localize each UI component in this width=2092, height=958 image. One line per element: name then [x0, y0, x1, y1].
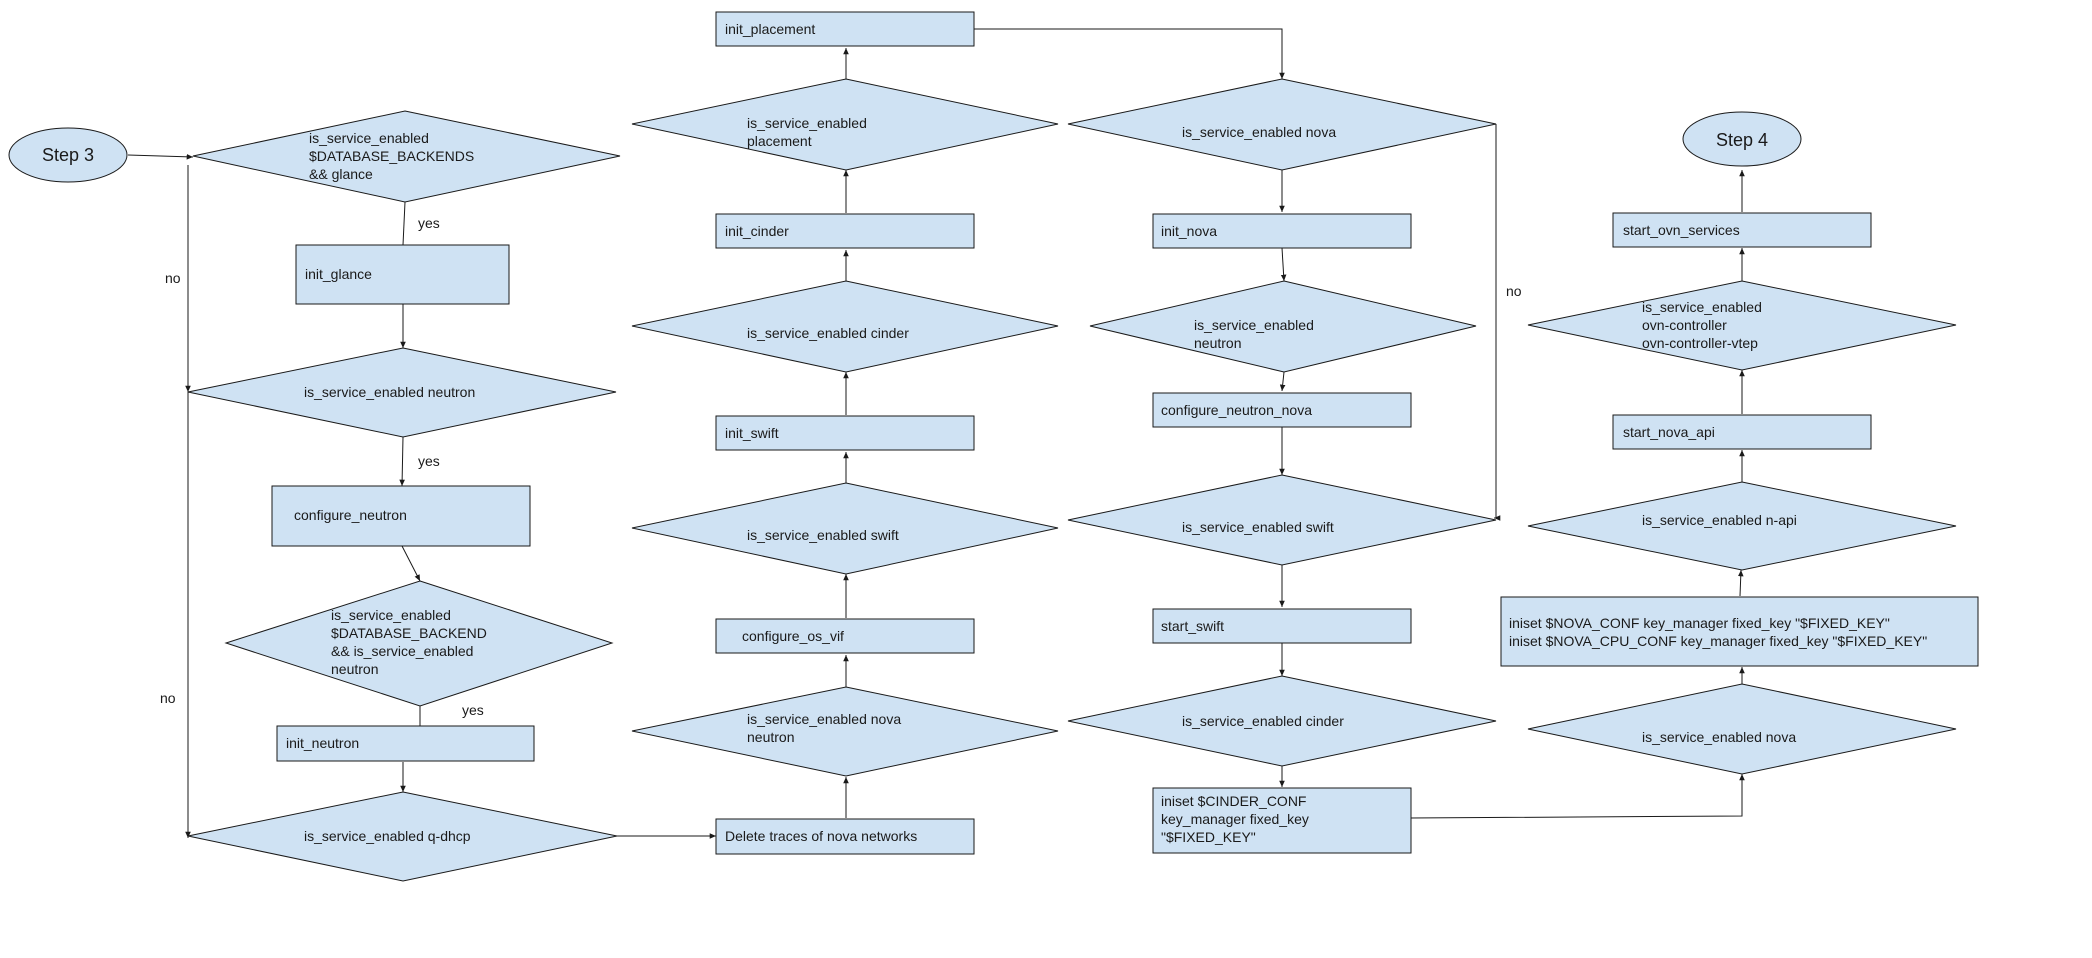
edge-neutron-yes [399, 436, 405, 487]
iniset-nova-box [1500, 596, 1979, 667]
db-neutron-decision [224, 580, 614, 707]
yes-label-db-neutron: yes [462, 702, 484, 718]
neutron-decision-label: is_service_enabled neutron [304, 384, 475, 400]
start-ovn-services-box [1612, 212, 1872, 248]
glance-decision-label: is_service_enabled $DATABASE_BACKENDS &&… [309, 130, 478, 182]
yes-label-neutron: yes [418, 453, 440, 469]
ovn-decision-label: is_service_enabled ovn-controller ovn-co… [1642, 299, 1766, 351]
neutron-decision [187, 347, 617, 438]
edge-configure-neutron-to-db [401, 545, 421, 582]
step4-label: Step 4 [1716, 130, 1768, 150]
init-swift-box [715, 415, 975, 451]
iniset-cinder-box [1152, 787, 1412, 854]
init-neutron-label: init_neutron [286, 735, 359, 751]
qdhcp-decision-label: is_service_enabled q-dhcp [304, 828, 471, 844]
edge-step3-to-glance-decision [127, 154, 194, 160]
swift-decision-1-label: is_service_enabled swift [747, 527, 899, 543]
shapes [8, 11, 1979, 882]
start-nova-api-label: start_nova_api [1623, 424, 1715, 440]
nova-decision-1-label: is_service_enabled nova [1182, 124, 1336, 140]
swift-decision-1 [631, 482, 1059, 575]
neutron-decision-2 [1089, 280, 1477, 373]
start-swift-box [1152, 608, 1412, 644]
init-glance-label: init_glance [305, 266, 372, 282]
nova-decision-2 [1527, 683, 1957, 775]
start-nova-api-box [1612, 414, 1872, 450]
step3-label: Step 3 [42, 145, 94, 165]
neutron-decision-2-label: is_service_enabled neutron [1194, 317, 1318, 351]
cinder-decision-1-label: is_service_enabled cinder [747, 325, 909, 341]
db-neutron-decision-label: is_service_enabled $DATABASE_BACKEND && … [331, 607, 491, 677]
delete-traces-label: Delete traces of nova networks [725, 828, 917, 844]
cinder-decision-2-label: is_service_enabled cinder [1182, 713, 1344, 729]
edge-glance-yes [402, 201, 406, 246]
swift-decision-2-label: is_service_enabled swift [1182, 519, 1334, 535]
yes-label-glance: yes [418, 215, 440, 231]
napi-decision [1527, 481, 1957, 571]
labels: Step 3 Step 4 is_service_enabled $DATABA… [42, 21, 1927, 845]
no-label-nova: no [1506, 283, 1522, 299]
delete-traces-box [715, 818, 975, 855]
configure-neutron-nova-label: configure_neutron_nova [1161, 402, 1312, 418]
iniset-cinder-label: iniset $CINDER_CONF key_manager fixed_ke… [1161, 793, 1313, 845]
no-label-glance: no [165, 270, 181, 286]
configure-neutron-nova-box [1152, 392, 1412, 428]
configure-os-vif-box [715, 618, 975, 654]
nova-decision-1 [1067, 78, 1497, 171]
iniset-nova-label: iniset $NOVA_CONF key_manager fixed_key … [1509, 615, 1927, 649]
init-cinder-label: init_cinder [725, 223, 789, 239]
nova-neutron-decision-label: is_service_enabled nova neutron [747, 711, 905, 745]
init-nova-label: init_nova [1161, 223, 1217, 239]
cinder-decision-1 [631, 280, 1059, 373]
edge-init-nova-to-neutron [1280, 247, 1287, 282]
swift-decision-2 [1067, 474, 1497, 566]
edge-iniset-nova-to-napi [1737, 569, 1744, 597]
configure-neutron-box [271, 485, 531, 547]
glance-decision [192, 110, 621, 203]
init-glance-box [295, 244, 510, 305]
start-ovn-services-label: start_ovn_services [1623, 222, 1740, 238]
nova-neutron-decision [631, 686, 1059, 777]
step4-terminal [1682, 111, 1802, 167]
edge-neutron-to-configure [1279, 371, 1286, 392]
edges [127, 28, 1745, 839]
init-cinder-box [715, 213, 975, 249]
placement-decision-label: is_service_enabled placement [747, 115, 871, 149]
ovn-decision [1527, 280, 1957, 371]
edge-nova-no [1494, 124, 1501, 521]
configure-os-vif-label: configure_os_vif [742, 628, 844, 644]
napi-decision-label: is_service_enabled n-api [1642, 512, 1797, 528]
configure-neutron-label: configure_neutron [294, 507, 407, 523]
init-swift-label: init_swift [725, 425, 779, 441]
edge-init-placement-to-nova [974, 28, 1285, 79]
qdhcp-decision [187, 791, 618, 882]
nova-decision-2-label: is_service_enabled nova [1642, 729, 1796, 745]
start-swift-label: start_swift [1161, 618, 1224, 634]
init-placement-label: init_placement [725, 21, 815, 37]
edge-iniset-cinder-to-nova [1409, 774, 1745, 819]
cinder-decision-2 [1067, 675, 1497, 767]
no-label-neutron: no [160, 690, 176, 706]
init-nova-box [1152, 213, 1412, 249]
init-neutron-box [276, 725, 535, 762]
step3-terminal [8, 127, 128, 183]
init-placement-box [715, 11, 975, 47]
placement-decision [631, 78, 1059, 171]
